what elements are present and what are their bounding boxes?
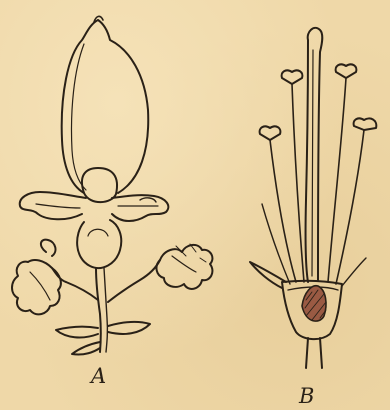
anther-4 bbox=[354, 118, 377, 130]
filament-6 bbox=[342, 258, 366, 286]
pistil-inner-line bbox=[312, 50, 313, 276]
left-bract-inner bbox=[30, 272, 50, 300]
figure-a-label: A bbox=[91, 366, 106, 387]
lower-left-leaf bbox=[72, 342, 100, 355]
stem bbox=[96, 268, 101, 352]
right-bract bbox=[157, 245, 213, 289]
anther-3 bbox=[336, 64, 357, 78]
figure-a-flower bbox=[12, 16, 212, 354]
left-bud bbox=[41, 240, 56, 256]
figure-b-stamens bbox=[250, 28, 376, 368]
right-branch bbox=[108, 260, 160, 302]
filament-1 bbox=[270, 140, 296, 282]
right-bract-inner bbox=[172, 256, 196, 272]
ovary bbox=[77, 220, 121, 268]
right-lateral-petal bbox=[112, 195, 168, 221]
pedicel bbox=[306, 338, 322, 368]
column bbox=[82, 168, 117, 202]
filament-2 bbox=[292, 84, 304, 282]
upper-petal-inner-line bbox=[72, 44, 87, 190]
right-petal-curl bbox=[140, 198, 156, 202]
pistil bbox=[306, 28, 323, 282]
stem-second-line bbox=[104, 268, 107, 352]
right-base-leaf bbox=[108, 322, 150, 334]
left-sepal bbox=[250, 262, 286, 288]
ovary-inner bbox=[88, 229, 108, 236]
left-bract bbox=[12, 260, 61, 314]
left-base-leaf bbox=[56, 327, 98, 338]
anther-2 bbox=[282, 70, 303, 84]
figure-b-label: B bbox=[299, 386, 314, 407]
left-petal-vein bbox=[36, 204, 80, 208]
filament-5 bbox=[262, 204, 290, 284]
anther-1 bbox=[260, 126, 281, 140]
right-bract-shading bbox=[176, 244, 206, 262]
